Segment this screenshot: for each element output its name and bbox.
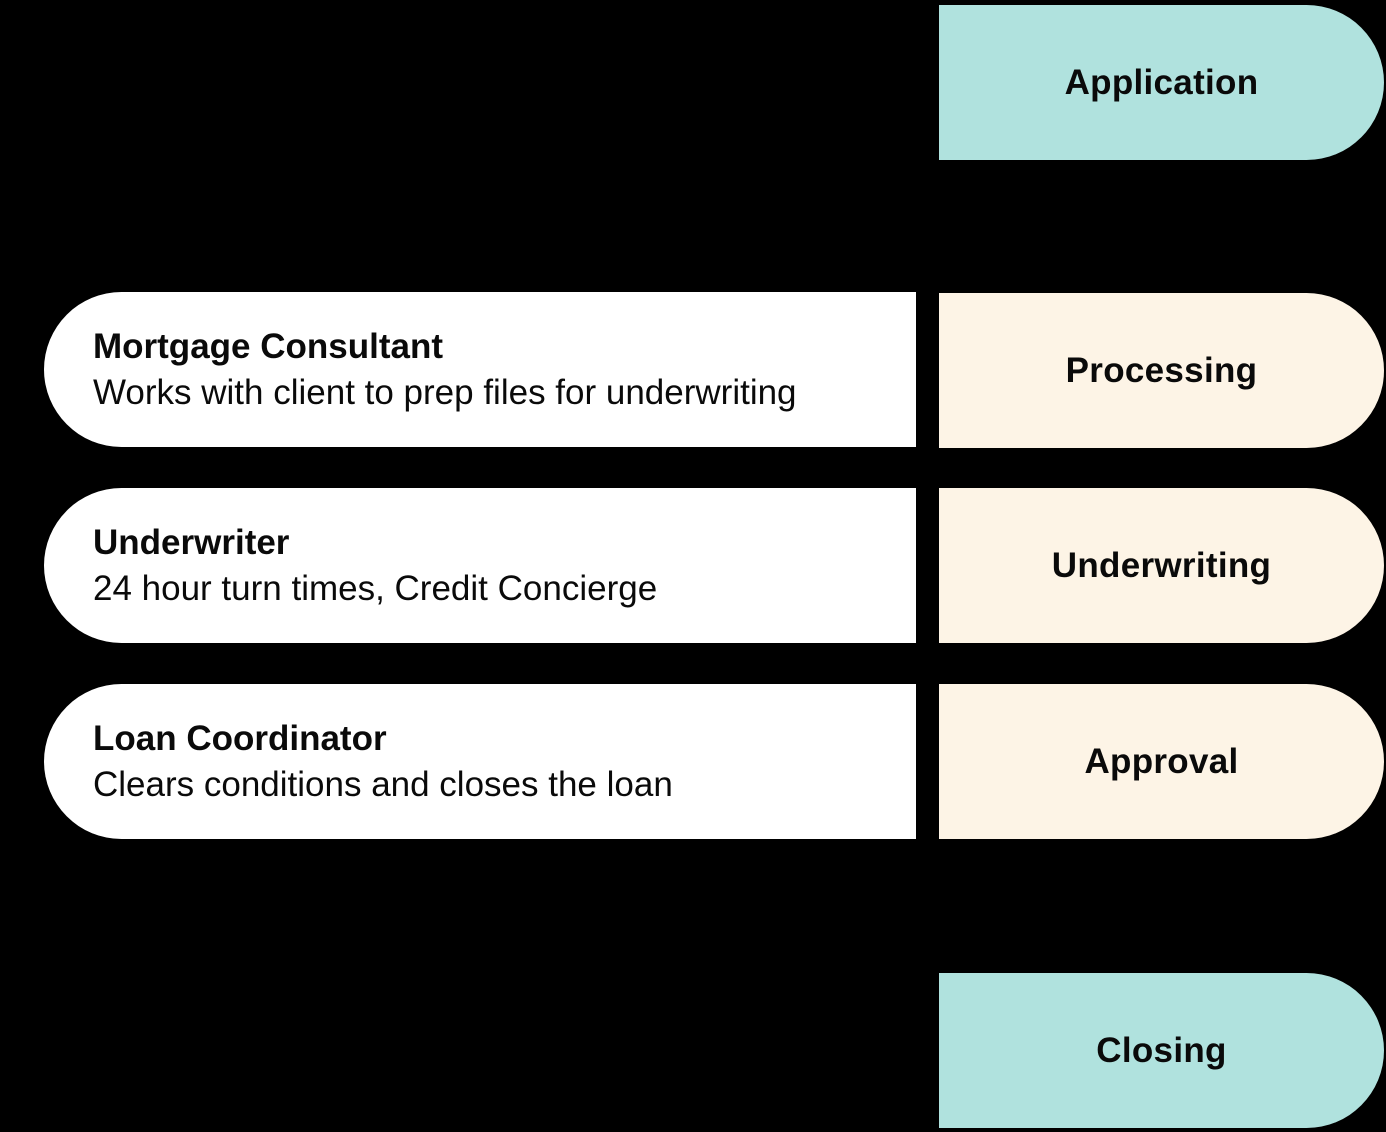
stage-label: Underwriting bbox=[1051, 545, 1272, 585]
stage-label: Approval bbox=[1084, 741, 1239, 781]
stage-application: Application bbox=[939, 5, 1384, 160]
role-title: Underwriter bbox=[93, 522, 290, 562]
role-card-underwriter: Underwriter 24 hour turn times, Credit C… bbox=[44, 488, 916, 643]
stage-approval: Approval bbox=[939, 684, 1384, 839]
role-card-mortgage-consultant: Mortgage Consultant Works with client to… bbox=[44, 292, 916, 447]
role-title: Mortgage Consultant bbox=[93, 326, 443, 366]
stage-label: Application bbox=[1064, 62, 1259, 102]
role-description: Clears conditions and closes the loan bbox=[93, 764, 673, 804]
stage-closing: Closing bbox=[939, 973, 1384, 1128]
role-title: Loan Coordinator bbox=[93, 718, 387, 758]
role-description: 24 hour turn times, Credit Concierge bbox=[93, 568, 658, 608]
role-description: Works with client to prep files for unde… bbox=[93, 372, 797, 412]
stage-processing: Processing bbox=[939, 293, 1384, 448]
stage-underwriting: Underwriting bbox=[939, 488, 1384, 643]
stage-label: Closing bbox=[1096, 1030, 1227, 1070]
stage-label: Processing bbox=[1065, 350, 1258, 390]
role-card-loan-coordinator: Loan Coordinator Clears conditions and c… bbox=[44, 684, 916, 839]
